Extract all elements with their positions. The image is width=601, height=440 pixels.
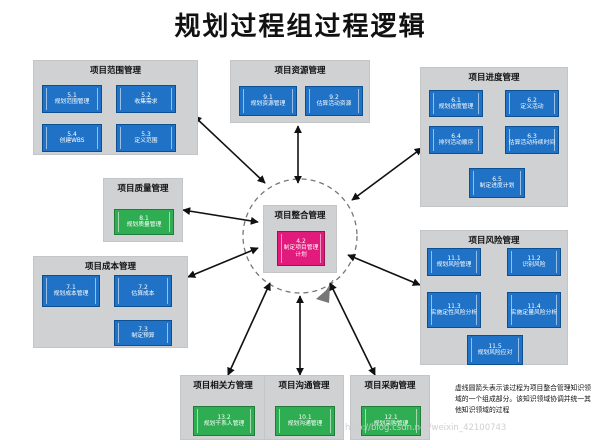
dashed-circle-arrowhead — [316, 287, 330, 303]
group-title: 项目风险管理 — [468, 236, 520, 246]
group-title: 项目资源管理 — [274, 66, 326, 76]
group-title: 项目采购管理 — [364, 381, 416, 391]
legend-note: 虚线圆箭头表示该过程为项目整合管理知识领域的一个组成部分。该知识领域协调并统一其… — [455, 384, 591, 414]
group-title: 项目沟通管理 — [278, 381, 330, 391]
group-title: 项目整合管理 — [274, 211, 326, 221]
group-title: 项目范围管理 — [89, 66, 141, 76]
group-title: 项目成本管理 — [84, 262, 136, 272]
diagram-title: 规划过程组过程逻辑 — [174, 12, 427, 42]
watermark: http://blog.csdn.net/weixin_42100743 — [345, 423, 507, 433]
integration-dashed-circle — [242, 178, 358, 294]
group-title: 项目进度管理 — [468, 73, 520, 83]
group-title: 项目质量管理 — [117, 184, 169, 194]
group-title: 项目相关方管理 — [193, 381, 253, 391]
